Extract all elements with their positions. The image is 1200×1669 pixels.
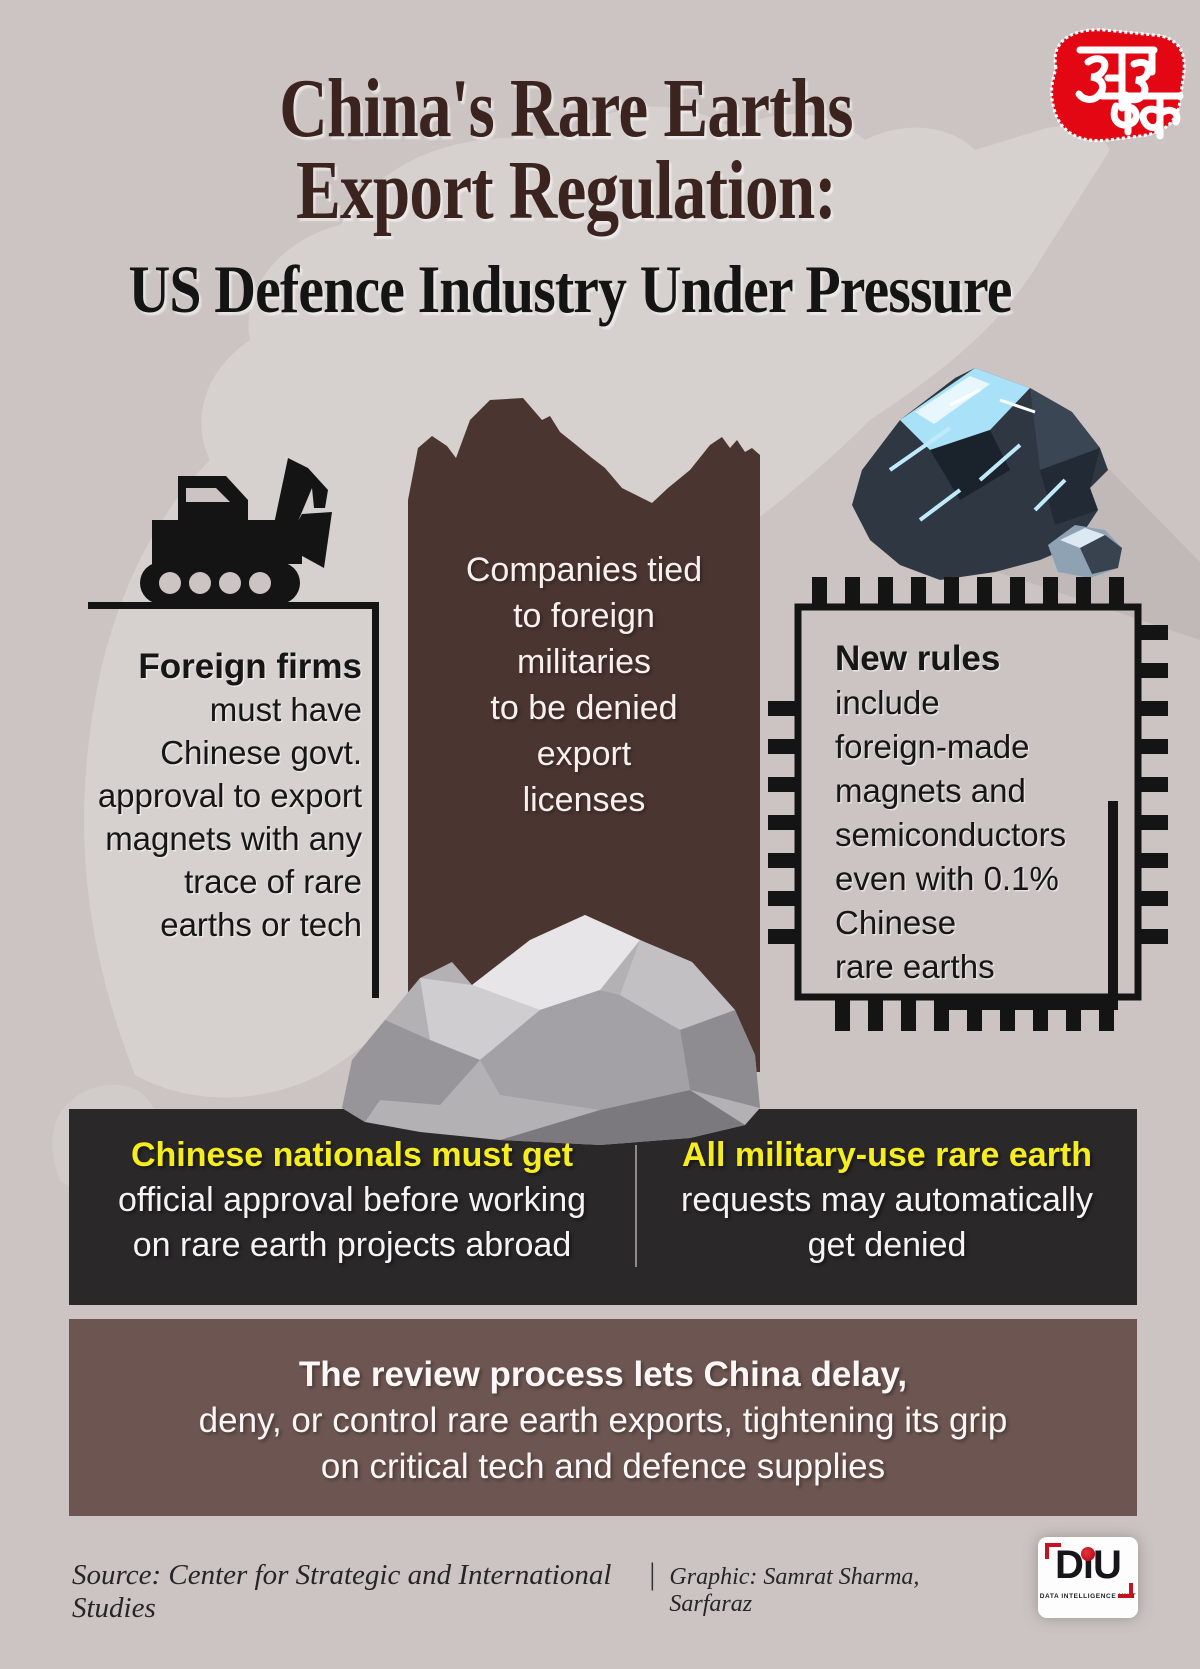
- chinese-nationals-lead: Chinese nationals must get: [130, 1136, 574, 1174]
- new-rules-lead: New rules: [835, 639, 1001, 678]
- export-licenses-line: export: [536, 735, 632, 773]
- review-band: The review process lets China delay, den…: [69, 1319, 1137, 1516]
- export-licenses-line: to foreign: [513, 597, 655, 635]
- mountain-panel: [408, 398, 760, 1072]
- new-rules-line: semiconductors: [835, 816, 1067, 853]
- military-use-lead: All military-use rare earth: [681, 1136, 1093, 1174]
- export-licenses-card: Companies tied to foreign militaries to …: [408, 547, 760, 823]
- chinese-nationals-column: Chinese nationals must get official appr…: [69, 1109, 635, 1305]
- new-rules-line: magnets and: [835, 772, 1026, 809]
- diu-logo: DiU DATA INTELLIGENCE UNIT: [1038, 1537, 1138, 1618]
- foreign-firms-line: magnets with any: [105, 820, 362, 857]
- chinese-nationals-line: on rare earth projects abroad: [132, 1226, 572, 1264]
- export-licenses-line: militaries: [516, 643, 652, 681]
- diu-tagline: DATA INTELLIGENCE UNIT: [1039, 1593, 1137, 1600]
- export-licenses-line: licenses: [522, 781, 646, 819]
- foreign-firms-line: earths or tech: [160, 906, 362, 943]
- foreign-firms-lead: Foreign firms: [138, 647, 362, 686]
- boulder-illustration: [342, 915, 760, 1145]
- foreign-firms-line: trace of rare: [184, 863, 362, 900]
- review-lead: The review process lets China delay,: [298, 1355, 908, 1394]
- new-rules-line: foreign-made: [835, 728, 1030, 765]
- page-subtitle: US Defence Industry Under Pressure: [128, 251, 1012, 327]
- title-line-1: China's Rare Earths: [279, 62, 853, 155]
- footer-separator: |: [649, 1556, 656, 1591]
- military-use-column: All military-use rare earth requests may…: [637, 1109, 1137, 1305]
- foreign-firms-card: Foreign firms must have Chinese govt. ap…: [58, 645, 362, 946]
- review-line: deny, or control rare earth exports, tig…: [198, 1401, 1008, 1440]
- chip-icon: [768, 577, 1168, 1031]
- foreign-firms-line: Chinese govt.: [160, 734, 362, 771]
- aajtak-logo: [1050, 28, 1186, 143]
- foreign-firms-line: approval to export: [97, 777, 362, 814]
- diu-fingerprint-dot-icon: [1081, 1547, 1095, 1561]
- title-line-2: Export Regulation:: [296, 144, 837, 237]
- military-use-line: get denied: [807, 1226, 967, 1264]
- export-licenses-line: to be denied: [490, 689, 678, 727]
- foreign-firms-line: must have: [209, 691, 362, 728]
- new-rules-line: rare earths: [835, 948, 995, 985]
- new-rules-card: New rules include foreign-made magnets a…: [835, 637, 1135, 989]
- footer-credits: Source: Center for Strategic and Interna…: [72, 1556, 972, 1625]
- new-rules-line: include: [835, 684, 940, 721]
- graphic-credit-text: Graphic: Samrat Sharma, Sarfaraz: [669, 1564, 920, 1617]
- chinese-nationals-line: official approval before working: [117, 1181, 587, 1219]
- excavator-icon: [140, 458, 332, 604]
- ore-rocks-illustration: [852, 368, 1200, 640]
- export-licenses-line: Companies tied: [465, 551, 703, 589]
- new-rules-line: Chinese: [835, 904, 957, 941]
- left-card-top-rule: [88, 602, 379, 609]
- diu-corner-bracket-topleft-icon: [1045, 1543, 1061, 1559]
- diu-corner-bracket-bottomright-icon: [1118, 1583, 1133, 1598]
- page-title: China's Rare Earths Export Regulation:: [86, 62, 1046, 237]
- review-line: on critical tech and defence supplies: [320, 1447, 886, 1486]
- left-card-right-rule: [372, 602, 379, 998]
- source-text: Source: Center for Strategic and Interna…: [72, 1559, 612, 1624]
- band-divider: [635, 1145, 637, 1267]
- new-rules-line: even with 0.1%: [835, 860, 1059, 897]
- military-use-line: requests may automatically: [681, 1181, 1093, 1219]
